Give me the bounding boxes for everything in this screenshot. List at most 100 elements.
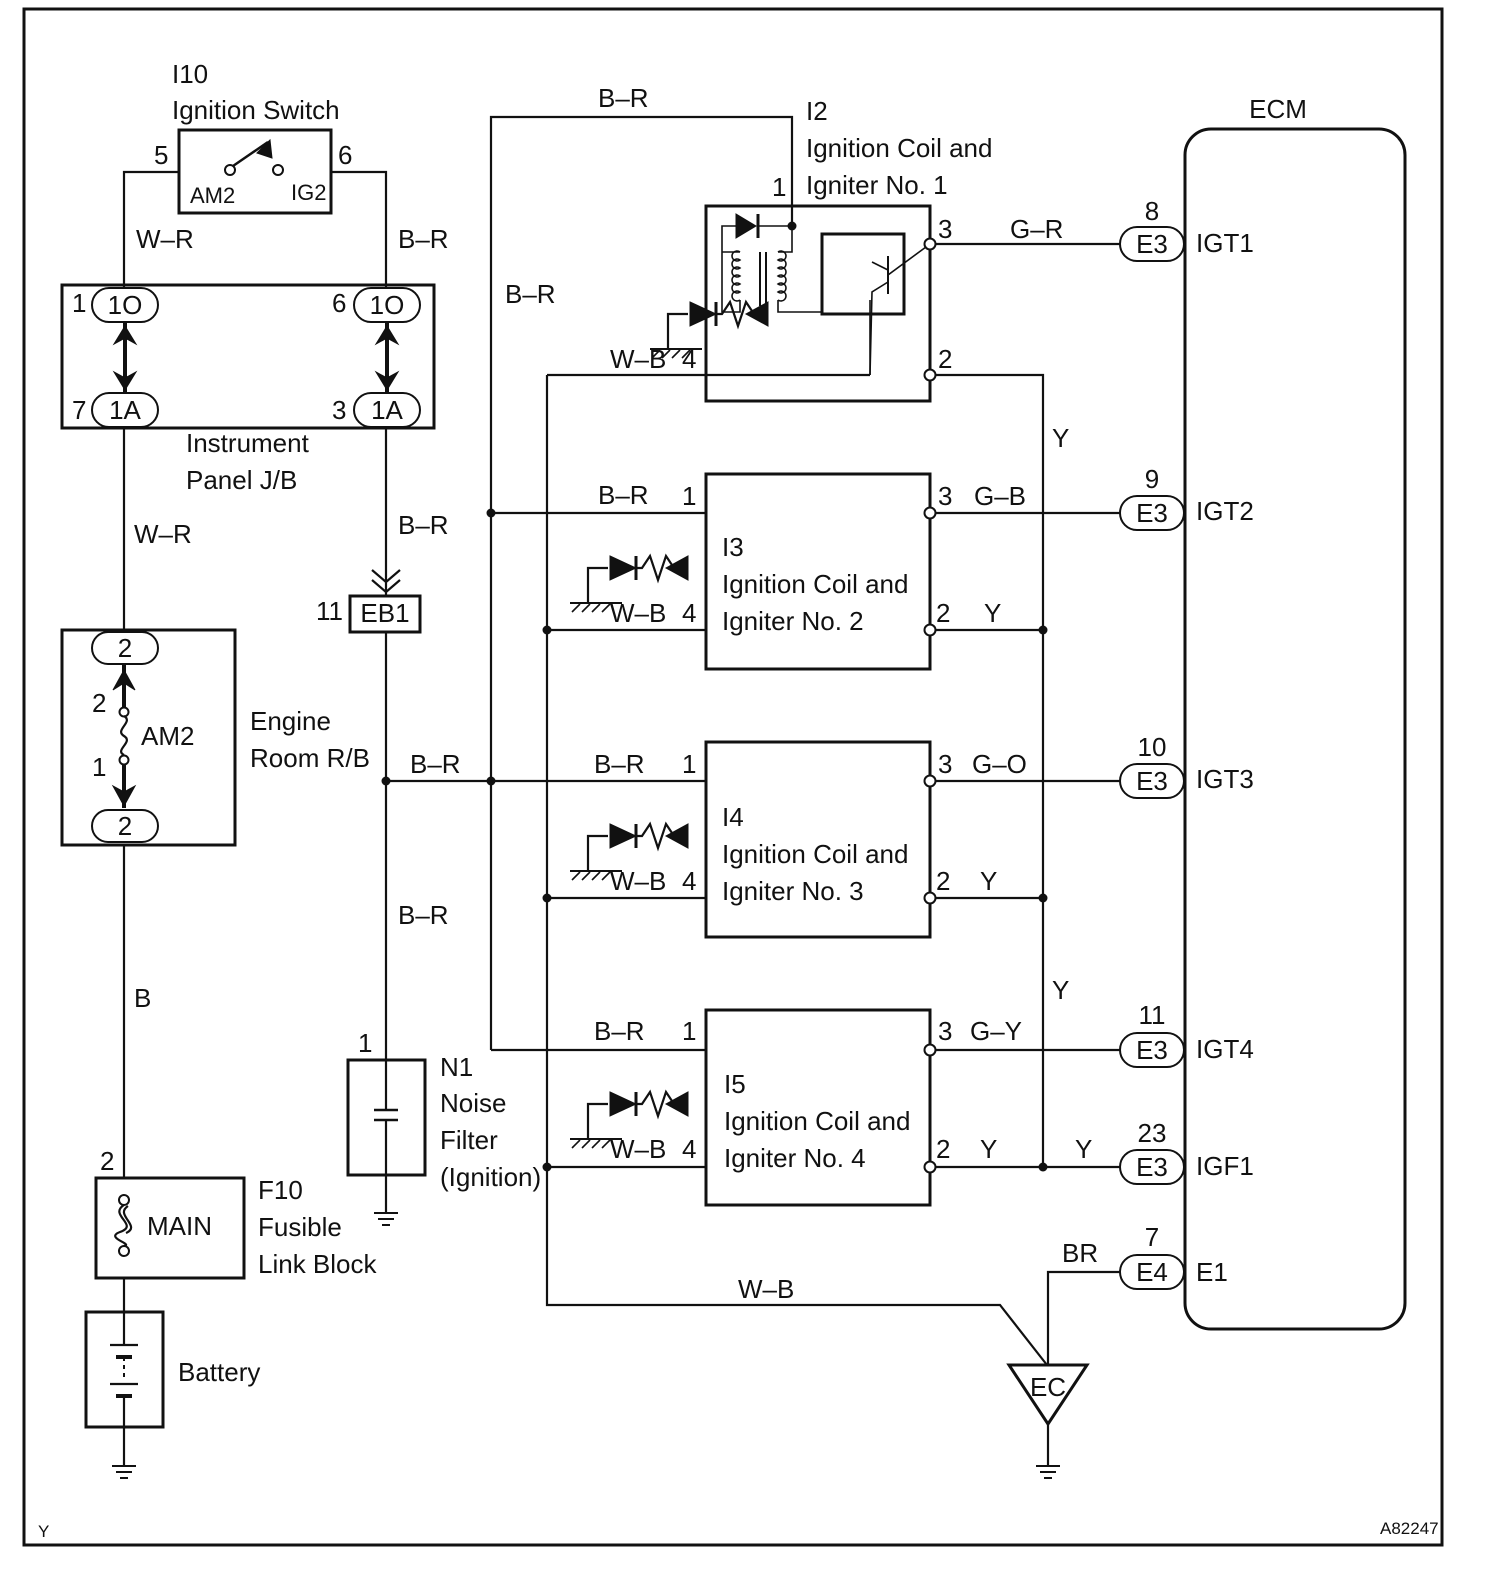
ecm-igf1-pin: 23 [1138, 1118, 1167, 1148]
coil-i5-id: I5 [724, 1069, 746, 1099]
page-frame [22, 7, 1444, 1547]
junction-eb1: EB1 11 [316, 594, 422, 634]
wire-label-w-b-ground: W–B [738, 1274, 794, 1304]
ecm-igf1-conn: E3 [1136, 1152, 1168, 1182]
jb-pin-top-left: 1 [72, 288, 86, 318]
battery-label: Battery [178, 1357, 260, 1387]
wire-label-b-r-bus: B–R [505, 279, 556, 309]
coil-i4: I4 Ignition Coil and Igniter No. 3 1 3 2… [682, 740, 952, 939]
fusible-link-line2: Link Block [258, 1249, 377, 1279]
ground-symbol-ec [1035, 1465, 1061, 1479]
wire-label-w-b-i3: W–B [610, 598, 666, 628]
wire-label-br: BR [1062, 1238, 1098, 1268]
ecm-igt1-conn: E3 [1136, 229, 1168, 259]
fusible-link-line1: Fusible [258, 1212, 342, 1242]
junction-eb1-pin: 11 [316, 596, 343, 626]
ecm-igt2-conn: E3 [1136, 498, 1168, 528]
noise-filter-line2: Filter [440, 1125, 498, 1155]
ground-point-ec-label: EC [1030, 1372, 1066, 1402]
ecm-igt4-conn: E3 [1136, 1035, 1168, 1065]
engine-room-rb: 2 2 2 1 AM2 Engine Room R/B [60, 628, 370, 847]
wire-label-y-i3: Y [984, 598, 1001, 628]
rb-name-line1: Engine [250, 706, 331, 736]
ecm-igt3-pin: 10 [1138, 732, 1167, 762]
coil-i2-pin3: 3 [938, 214, 952, 244]
ignition-switch-term-ig2: IG2 [291, 180, 326, 205]
ecm-terminal-igf1: E3 23 IGF1 [1119, 1118, 1254, 1185]
battery: Battery [84, 1310, 260, 1429]
ground-symbol-noise-filter [373, 1212, 399, 1226]
ecm-e1-pin: 7 [1145, 1222, 1159, 1252]
wire-label-g-y: G–Y [970, 1016, 1022, 1046]
coil-i3-line1: Ignition Coil and [722, 569, 908, 599]
wire-label-b-r-3: B–R [410, 749, 461, 779]
jb-name-line1: Instrument [186, 428, 310, 458]
coil-i3-pin2: 2 [936, 598, 950, 628]
wire-label-b-r-i5: B–R [594, 1016, 645, 1046]
coil-i5-pin2: 2 [936, 1134, 950, 1164]
coil-i2: I2 Ignition Coil and Igniter No. 1 1 3 2… [682, 96, 992, 403]
ecm-igt1-pin: 8 [1145, 196, 1159, 226]
igniter-no1-ground-icon [648, 300, 770, 360]
footer-left-code: Y [38, 1522, 49, 1541]
ecm-e1-signal: E1 [1196, 1257, 1228, 1287]
rb-fuse-pin-bottom: 1 [92, 752, 106, 782]
coil-i5-line2: Igniter No. 4 [724, 1143, 866, 1173]
coil-i2-pin2: 2 [938, 344, 952, 374]
coil-i2-line1: Ignition Coil and [806, 133, 992, 163]
ignition-switch-term-am2: AM2 [190, 183, 235, 208]
noise-filter-pin: 1 [358, 1028, 372, 1058]
fusible-link-pin: 2 [100, 1146, 114, 1176]
ground-point-ec: EC [1006, 1363, 1090, 1466]
coil-i3-id: I3 [722, 532, 744, 562]
rb-fuse-pin-top: 2 [92, 688, 106, 718]
coil-i2-pin4: 4 [682, 344, 696, 374]
coil-i4-pin4: 4 [682, 866, 696, 896]
ecm-igt4-pin: 11 [1139, 1000, 1166, 1030]
ecm-terminal-igt4: E3 11 IGT4 [1119, 1000, 1254, 1068]
ecm-terminal-e1: E4 7 E1 [1119, 1222, 1228, 1290]
coil-i5-pin3: 3 [938, 1016, 952, 1046]
wire-label-y-i5: Y [980, 1134, 997, 1164]
wire-label-w-b-i4: W–B [610, 866, 666, 896]
ground-symbol-battery [111, 1465, 137, 1479]
ignition-switch: I10 Ignition Switch 5 6 AM2 IG2 [154, 59, 352, 215]
wire-label-b-r-i4: B–R [594, 749, 645, 779]
coil-i5: I5 Ignition Coil and Igniter No. 4 1 3 2… [682, 1008, 952, 1207]
ecm-igt3-conn: E3 [1136, 766, 1168, 796]
jb-conn-top-right: 1O [370, 290, 405, 320]
coil-i3-line2: Igniter No. 2 [722, 606, 864, 636]
ignition-switch-name: Ignition Switch [172, 95, 340, 125]
ecm-terminal-igt3: E3 10 IGT3 [1119, 732, 1254, 799]
coil-i3-pin3: 3 [938, 481, 952, 511]
ecm-terminal-igt2: E3 9 IGT2 [1119, 464, 1254, 531]
ecm-igf1-signal: IGF1 [1196, 1151, 1254, 1181]
wire-label-b-r-i3: B–R [598, 480, 649, 510]
coil-i4-line1: Ignition Coil and [722, 839, 908, 869]
wire-label-w-r-2: W–R [134, 519, 192, 549]
ignition-switch-id: I10 [172, 59, 208, 89]
coil-i3-pin1: 1 [682, 481, 696, 511]
ecm-title: ECM [1249, 94, 1307, 124]
noise-filter-line3: (Ignition) [440, 1162, 541, 1192]
noise-filter: 1 N1 Noise Filter (Ignition) [346, 1028, 541, 1192]
coil-i3-pin4: 4 [682, 598, 696, 628]
coil-i4-pin2: 2 [936, 866, 950, 896]
ecm-igt4-signal: IGT4 [1196, 1034, 1254, 1064]
noise-filter-line1: Noise [440, 1088, 506, 1118]
rb-name-line2: Room R/B [250, 743, 370, 773]
jb-pin-bottom-right: 3 [332, 395, 346, 425]
jb-conn-top-left: 1O [108, 290, 143, 320]
wire-label-y-ecm: Y [1075, 1134, 1092, 1164]
jb-pin-top-right: 6 [332, 288, 346, 318]
wire-label-b-r-top: B–R [598, 83, 649, 113]
ecm-igt3-signal: IGT3 [1196, 764, 1254, 794]
coil-i5-pin4: 4 [682, 1134, 696, 1164]
coil-i5-pin1: 1 [682, 1016, 696, 1046]
wire-label-w-b-i5: W–B [610, 1134, 666, 1164]
junction-eb1-label: EB1 [360, 598, 409, 628]
ignition-switch-pin-right: 6 [338, 140, 352, 170]
coil-i2-line2: Igniter No. 1 [806, 170, 948, 200]
wire-label-b-r-2: B–R [398, 510, 449, 540]
